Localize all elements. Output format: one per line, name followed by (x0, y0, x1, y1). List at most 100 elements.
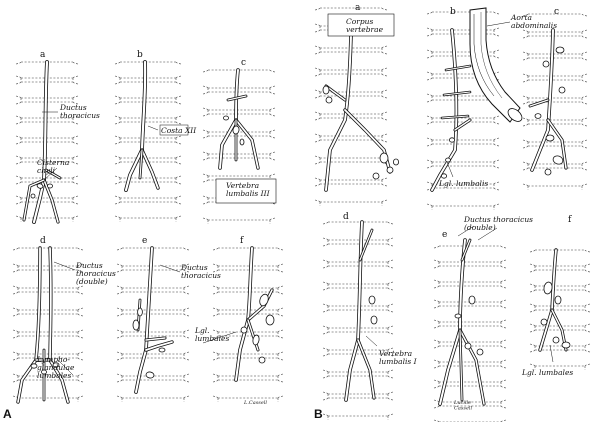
part-letter-b: B (314, 407, 323, 421)
lymph-node-32 (552, 155, 564, 165)
lymph-node-18 (322, 85, 330, 95)
costa-box (159, 124, 189, 136)
panel-letter-b: b (137, 50, 143, 60)
panel-letters: a b c d e f a b c d e f A B (3, 3, 572, 421)
lymph-node-11 (145, 371, 155, 379)
lymph-node-30 (534, 113, 542, 119)
duct-segment-31 (546, 118, 568, 170)
aorta-vessel (469, 7, 523, 123)
duct-segment-8 (234, 118, 260, 170)
lymph-node-44 (561, 341, 571, 349)
duct-segment-3 (44, 168, 62, 180)
lymph-node-43 (552, 336, 560, 344)
lymph-node-41 (554, 295, 562, 305)
duct-segment-35 (358, 228, 374, 262)
label-costa: Costa XII (161, 126, 197, 135)
label-ductus-double-b: Ductus thoracicus(double) (463, 215, 533, 232)
duct-segment-4 (124, 60, 148, 192)
panel-letter-d: d (40, 236, 46, 246)
lymph-node-42 (540, 318, 548, 326)
lymph-node-40 (543, 281, 553, 295)
lymph-node-9 (132, 319, 140, 331)
lymph-node-4 (239, 138, 245, 146)
vertebral-column-4 (116, 247, 190, 402)
lymph-node-16 (258, 356, 266, 364)
lymph-node-19 (325, 96, 333, 104)
lymph-node-38 (476, 348, 484, 356)
lymph-node-10 (137, 307, 143, 317)
lymph-node-2 (30, 193, 36, 199)
panel-letter-c: c (241, 58, 246, 68)
duct-segment-39 (458, 328, 464, 402)
lymph-node-33 (544, 168, 552, 176)
lymph-node-5 (223, 115, 229, 121)
duct-segment-5 (140, 148, 160, 190)
vertebral-column-3 (12, 247, 84, 402)
lymph-nodes (30, 46, 571, 379)
lymph-node-35 (370, 315, 378, 325)
lymph-node-12 (158, 347, 166, 353)
duct-segment-29 (440, 114, 470, 120)
duct-segment-27 (444, 64, 472, 72)
lymph-node-36 (468, 295, 476, 305)
lymph-node-3 (232, 125, 240, 135)
signature-a: L.Cassell (243, 400, 267, 406)
lymph-node-13 (259, 293, 269, 307)
duct-segment-6 (138, 148, 144, 180)
lymph-node-17 (240, 326, 248, 334)
duct-segment-32 (528, 98, 550, 108)
duct-segment-1 (42, 178, 60, 224)
lymph-node-34 (368, 295, 376, 305)
vertebral-column-8 (522, 13, 588, 190)
lymph-node-37 (464, 342, 472, 350)
label-lgl-lumbales-a: Lgl.lumbales (194, 326, 229, 343)
leader-lines (42, 21, 554, 376)
duct-segment-26 (453, 118, 472, 132)
duct-segment-37 (458, 328, 486, 406)
lymph-node-31 (545, 134, 555, 142)
lymph-node-15 (252, 334, 260, 346)
lymph-node-26 (440, 173, 447, 179)
vertebral-column-1 (114, 61, 182, 222)
vertebral-column-0 (15, 61, 79, 222)
duct-segment-2 (22, 178, 46, 222)
b-panel-letter-d: d (343, 212, 349, 222)
duct-segment-33 (344, 220, 364, 402)
lymph-node-14 (265, 314, 275, 326)
lymph-node-20 (379, 152, 389, 164)
b-panel-letter-b: b (450, 7, 456, 17)
vertebral-column-10 (433, 245, 507, 422)
lymph-node-0 (36, 183, 44, 189)
panel-letter-e: e (142, 236, 147, 246)
part-letter-a: A (3, 407, 12, 421)
duct-segment-25 (430, 28, 459, 192)
duct-segment-40 (538, 248, 558, 352)
duct-segment-16 (144, 340, 174, 352)
b-panel-letter-e: e (442, 230, 447, 240)
label-lgl-lumbalis: Lgl. lumbalis (438, 179, 488, 188)
duct-segment-30 (530, 28, 555, 172)
lymph-node-22 (372, 172, 380, 180)
lymph-node-8 (41, 369, 47, 375)
panel-letter-f: f (240, 236, 244, 246)
lymph-node-6 (30, 363, 38, 369)
lymph-node-7 (52, 362, 60, 368)
duct-segment-17 (144, 336, 167, 342)
b-panel-letter-f: f (568, 215, 572, 225)
vertebral-columns (12, 7, 591, 422)
vertebra-box (215, 178, 277, 204)
lymph-node-39 (454, 313, 462, 319)
vertebral-column-5 (212, 247, 284, 402)
lymph-node-27 (555, 46, 565, 54)
label-lgl-lumbales-b: Lgl. lumbales (521, 368, 573, 377)
duct-segment-38 (460, 238, 472, 262)
corpus-box (327, 13, 395, 37)
